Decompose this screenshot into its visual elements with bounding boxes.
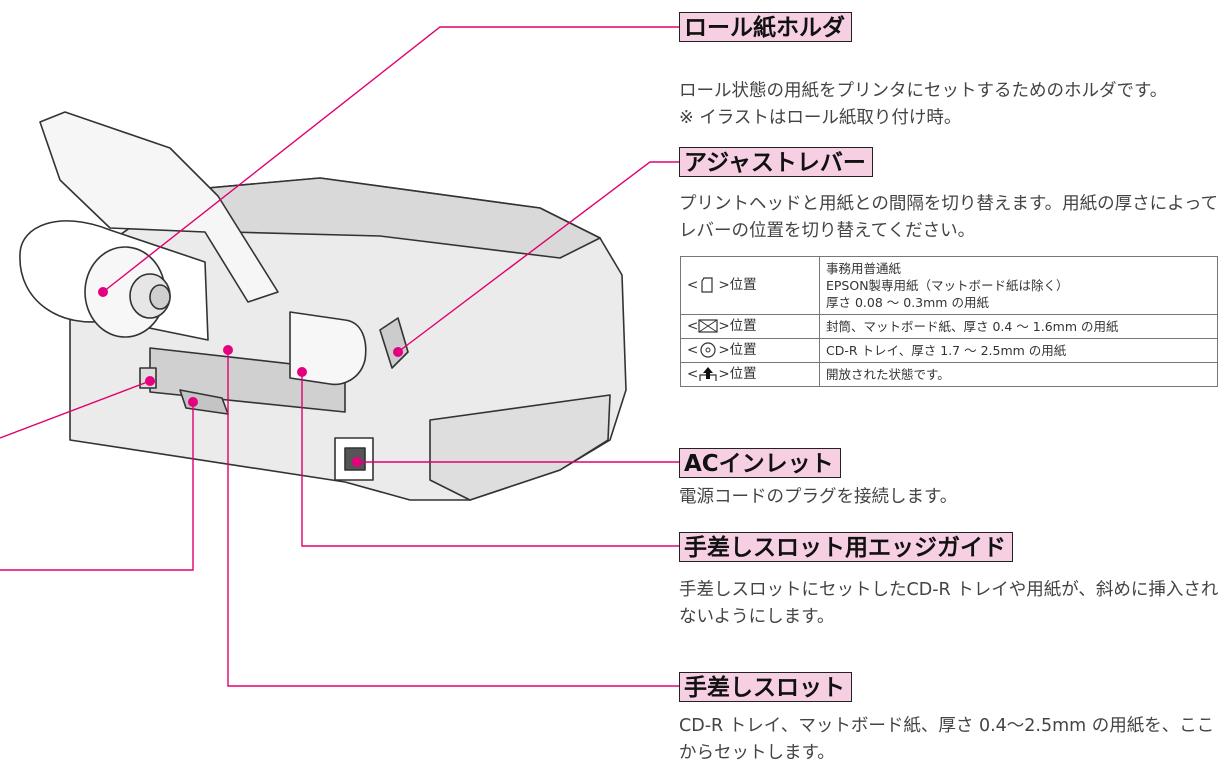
callout-line-roll-holder [102, 26, 680, 293]
table-row: < >位置 開放された状態です。 [680, 362, 1218, 387]
callout-dot-left-connector [145, 376, 155, 386]
cell-line: CD-R トレイ、厚さ 1.7 ～ 2.5mm の用紙 [826, 343, 1067, 358]
callout-dot-ac-inlet [352, 457, 362, 467]
pos-prefix: < [687, 318, 699, 334]
pos-prefix: < [687, 342, 699, 358]
cell-line: EPSON製専用紙（マットボード紙は除く） [826, 278, 1069, 293]
lever-description-cell: 封筒、マットボード紙、厚さ 0.4 ～ 1.6mm の用紙 [819, 314, 1218, 339]
pos-suffix: >位置 [718, 277, 757, 293]
table-row: < >位置 CD-R トレイ、厚さ 1.7 ～ 2.5mm の用紙 [680, 338, 1218, 363]
desc-manual-slot: CD-R トレイ、マットボード紙、厚さ 0.4～2.5mm の用紙を、ここからセ… [679, 716, 1215, 763]
open-arrow-icon [698, 366, 718, 382]
cell-line: 厚さ 0.08 ～ 0.3mm の用紙 [826, 295, 989, 310]
desc-edge-guide: 手差しスロットにセットしたCD-R トレイや用紙が、斜めに挿入されないようにしま… [679, 580, 1219, 627]
callout-line-left-guide [0, 402, 194, 571]
lever-description-cell: CD-R トレイ、厚さ 1.7 ～ 2.5mm の用紙 [819, 338, 1218, 363]
callout-line-left-connector [0, 380, 151, 439]
printer-illustration [19, 111, 627, 501]
callout-dot-edge-guide [297, 367, 307, 377]
pos-prefix: < [687, 277, 699, 293]
envelope-icon [698, 318, 718, 334]
callout-dot-adjust-lever [393, 347, 403, 357]
pos-prefix: < [687, 366, 699, 382]
desc-adjust-lever: プリントヘッドと用紙との間隔を切り替えます。用紙の厚さによってレバーの位置を切り… [679, 194, 1219, 241]
desc-ac-inlet: 電源コードのプラグを接続します。 [679, 487, 958, 507]
paper-icon [698, 277, 718, 293]
table-row: < >位置 封筒、マットボード紙、厚さ 0.4 ～ 1.6mm の用紙 [680, 314, 1218, 339]
printer-diagram [0, 26, 680, 687]
pos-suffix: >位置 [718, 342, 757, 358]
label-edge-guide: 手差しスロット用エッジガイド [679, 532, 1013, 562]
label-ac-inlet: ACインレット [679, 448, 841, 478]
lever-position-cell: < >位置 [680, 314, 820, 339]
pos-suffix: >位置 [718, 366, 757, 382]
lever-position-cell: < >位置 [680, 338, 820, 363]
callout-dots [98, 287, 403, 467]
pos-suffix: >位置 [718, 318, 757, 334]
cd-icon [698, 342, 718, 358]
callout-dot-left-guide [188, 397, 198, 407]
label-adjust-lever: アジャストレバー [679, 147, 873, 177]
lever-description-cell: 事務用普通紙 EPSON製専用紙（マットボード紙は除く） 厚さ 0.08 ～ 0… [819, 256, 1218, 315]
desc-roll-paper-holder-text: ロール状態の用紙をプリンタにセットするためのホルダです。 [679, 81, 1168, 101]
lever-position-cell: < >位置 [680, 256, 820, 315]
cell-line: 封筒、マットボード紙、厚さ 0.4 ～ 1.6mm の用紙 [826, 319, 1119, 334]
callout-line-edge-guide [301, 372, 680, 547]
desc-roll-paper-holder-note: ※ イラストはロール紙取り付け時。 [679, 108, 962, 128]
callout-line-manual-slot [227, 350, 680, 687]
callout-dot-manual-slot [223, 345, 233, 355]
table-row: < >位置 事務用普通紙 EPSON製専用紙（マットボード紙は除く） 厚さ 0.0… [680, 256, 1218, 315]
label-manual-slot: 手差しスロット [679, 672, 852, 702]
cell-line: 事務用普通紙 [826, 261, 902, 276]
lever-position-cell: < >位置 [680, 362, 820, 387]
desc-roll-paper-holder: ロール状態の用紙をプリンタにセットするためのホルダです。 ※ イラストはロール紙… [679, 78, 1219, 132]
lever-description-cell: 開放された状態です。 [819, 362, 1218, 387]
callout-dot-roll-holder [98, 287, 108, 297]
callout-lines [0, 26, 680, 687]
cell-line: 開放された状態です。 [826, 367, 950, 382]
label-roll-paper-holder: ロール紙ホルダ [679, 12, 852, 42]
lever-position-table: < >位置 事務用普通紙 EPSON製専用紙（マットボード紙は除く） 厚さ 0.0… [680, 256, 1218, 387]
callout-line-adjust-lever [397, 161, 680, 353]
